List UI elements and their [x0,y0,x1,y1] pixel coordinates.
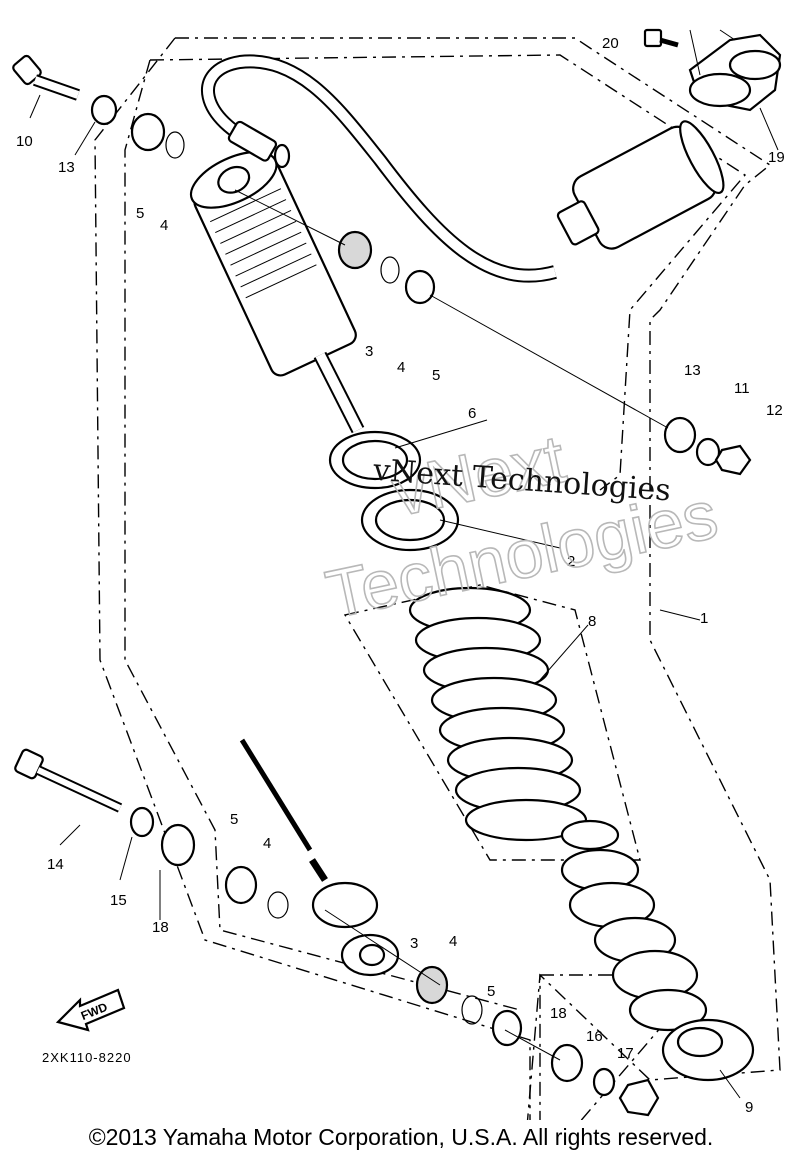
spring-seat-9 [661,1018,755,1082]
label-13a: 13 [58,159,75,176]
label-15: 15 [110,892,127,909]
label-9: 9 [745,1099,753,1116]
label-12: 12 [766,402,783,419]
label-5d: 5 [487,983,495,1000]
fwd-arrow-icon [55,988,126,1032]
part-labels: 1 2 3 3 4 4 4 4 5 5 5 5 6 8 9 10 11 12 1… [16,35,785,1116]
nut-17 [618,1078,660,1117]
inner-outline [149,54,747,491]
label-13b: 13 [684,362,701,379]
label-14: 14 [47,856,64,873]
circlip-4-top [380,256,400,284]
rear-shock-exploded-diagram: FWD 2XK110-8220 1 2 3 3 4 4 4 4 5 5 5 5 … [12,28,785,1120]
label-20: 20 [602,35,619,52]
washer-15 [129,806,155,838]
circlip-4-lower-left [267,891,289,919]
label-19: 19 [768,149,785,166]
label-8: 8 [588,613,596,630]
copyright-notice: ©2013 Yamaha Motor Corporation, U.S.A. A… [88,1124,714,1150]
label-5a: 5 [136,205,144,222]
label-3b: 3 [410,935,418,952]
pin-small [309,858,328,882]
label-5c: 5 [230,811,238,828]
collar-5-lower [491,1009,523,1047]
shock-rod [313,351,365,434]
reservoir-canister [556,120,725,250]
shock-body [189,150,357,377]
clevis [311,881,400,977]
label-18b: 18 [550,1005,567,1022]
label-5b: 5 [432,367,440,384]
collar-5-top [404,269,436,305]
shock-valve-fitting [227,120,291,169]
label-17: 17 [617,1045,634,1062]
bolt-20 [643,28,679,48]
bushing-13-right [663,416,697,454]
washer-11 [695,437,721,467]
label-4b: 4 [397,359,405,376]
label-4d: 4 [449,933,457,950]
pin [239,738,313,852]
bushing-18-right [550,1043,584,1083]
label-1: 1 [700,610,708,627]
label-2: 2 [567,553,575,570]
nut-12 [714,444,752,476]
collar-5-top-left [130,112,166,152]
circlip-4-lower [461,995,483,1025]
washer-16 [592,1067,616,1097]
assembly-outline [175,37,781,1120]
circlip-4-top-left [165,131,185,159]
label-16: 16 [586,1028,603,1045]
label-18a: 18 [152,919,169,936]
bolt-14 [14,748,123,813]
bushing-13-top-left [90,94,118,126]
label-10: 10 [16,133,33,150]
bump-stop-stack [560,819,708,1032]
bushing-18-left [160,823,196,867]
lock-ring-6 [328,430,422,490]
bolt-10 [12,54,80,101]
label-4a: 4 [160,217,168,234]
label-6: 6 [468,405,476,422]
leader-lines [29,29,779,1099]
bushing-3-top [337,230,373,270]
reservoir-hose-inner [203,56,557,281]
adjuster-ring-2 [360,488,460,552]
label-11: 11 [734,380,750,397]
diagram-code: 2XK110-8220 [42,1050,132,1065]
collar-5-lower-left [224,865,258,905]
label-3a: 3 [365,343,373,360]
bushing-3-lower [415,965,449,1005]
inner-outline-left [124,59,521,1011]
bracket-19 [688,33,782,112]
label-4c: 4 [263,835,271,852]
coil-spring [408,586,588,842]
